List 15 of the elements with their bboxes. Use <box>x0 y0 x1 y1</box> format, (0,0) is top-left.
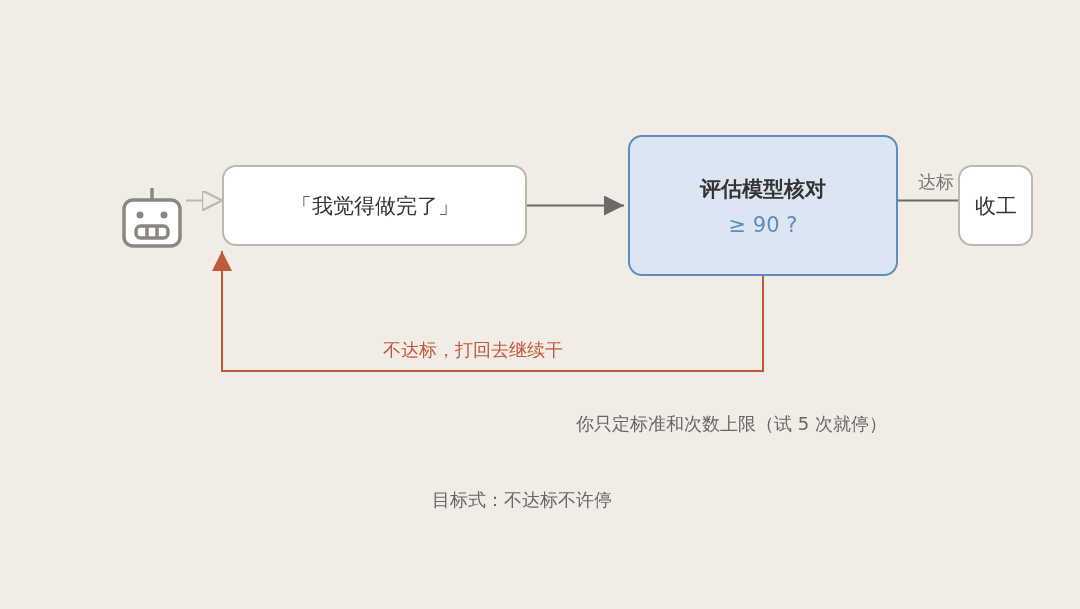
edge-label: 不达标，打回去继续干 <box>380 338 566 362</box>
node-title: 收工 <box>974 192 1017 220</box>
node-title: 评估模型核对 <box>700 175 826 203</box>
process-box <box>958 165 1033 246</box>
process-box <box>222 165 527 246</box>
node-subtitle: ≥ 90 ? <box>728 212 798 237</box>
note-text: 目标式：不达标不许停 <box>432 488 612 512</box>
edge-label: 达标 <box>915 170 957 194</box>
note-text: 你只定标准和次数上限（试 5 次就停） <box>576 412 887 436</box>
evaluation-box <box>628 135 898 276</box>
arrow <box>526 195 625 216</box>
robot-icon <box>120 186 184 250</box>
node-title: 「我觉得做完了」 <box>290 192 459 220</box>
arrow <box>212 250 764 372</box>
pointer-arrow <box>185 189 224 212</box>
